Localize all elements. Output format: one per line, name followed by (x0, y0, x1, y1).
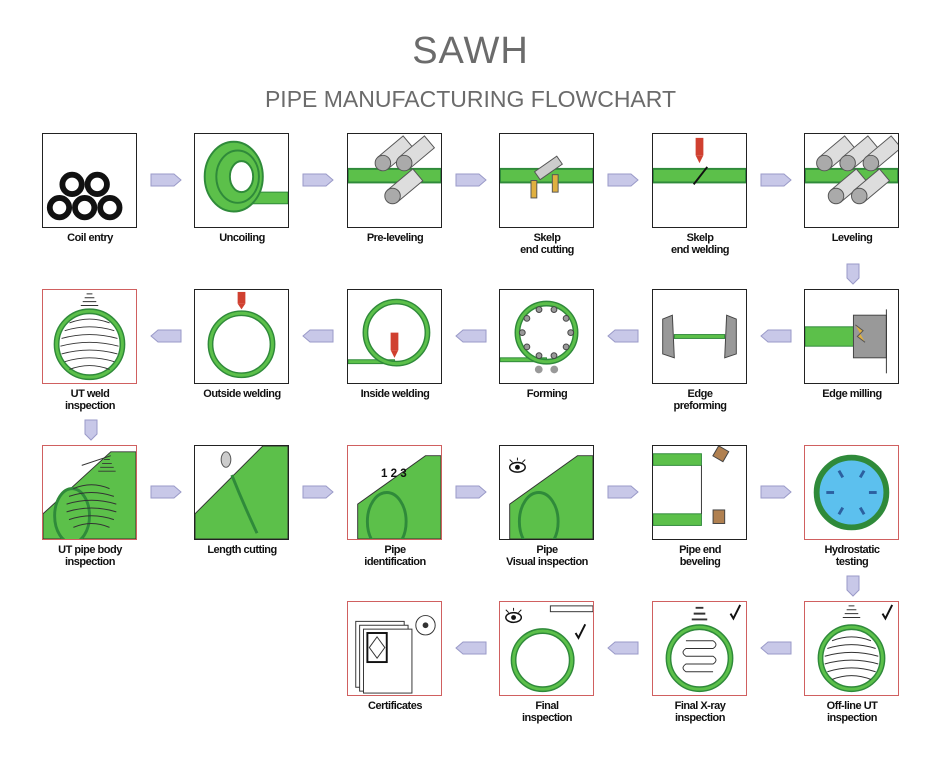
flow-arrow-right (455, 173, 487, 192)
rollers-many-icon (805, 135, 898, 205)
flow-arrow-right (760, 173, 792, 192)
step-box-9 (499, 289, 594, 384)
flow-arrow-down (84, 419, 98, 446)
step-box-16 (499, 445, 594, 540)
step-box-8 (652, 289, 747, 384)
flow-arrow-left (606, 641, 639, 660)
step-box-22 (347, 601, 442, 696)
mill-icon (805, 309, 887, 374)
flow-arrow-down (846, 575, 860, 602)
torch-strip-icon (653, 137, 746, 185)
step-box-21 (499, 601, 594, 696)
cutter-icon (500, 155, 593, 199)
step-label: Forming (526, 388, 568, 400)
inside-weld-icon (348, 298, 431, 367)
length-cut-icon (195, 446, 288, 539)
step-box-18 (804, 445, 899, 540)
step-label: Certificates (368, 700, 422, 712)
flow-arrow-right (760, 485, 792, 504)
flow-arrow-left (454, 641, 487, 660)
ut-check-icon (817, 604, 894, 693)
preform-icon (662, 314, 737, 359)
step-box-7 (804, 289, 899, 384)
step-box-12 (42, 289, 137, 384)
flow-arrow-right (607, 485, 639, 504)
pipe-eye-icon (508, 455, 593, 539)
step-box-6 (804, 133, 899, 228)
flow-arrow-left (759, 329, 792, 348)
pipe-marking: 1 2 3 (381, 467, 407, 480)
flow-arrow-right (150, 485, 182, 504)
step-box-17 (652, 445, 747, 540)
flow-arrow-right (455, 485, 487, 504)
uncoil-icon (203, 140, 288, 213)
step-label: Leveling (831, 232, 873, 244)
step-box-4 (499, 133, 594, 228)
ut-body-icon (43, 451, 136, 539)
step-box-13 (42, 445, 137, 540)
flow-arrow-right (302, 485, 334, 504)
step-box-3 (347, 133, 442, 228)
flow-arrow-right (607, 173, 639, 192)
step-box-1 (42, 133, 137, 228)
xray-icon (665, 604, 742, 693)
diagram-subtitle: PIPE MANUFACTURING FLOWCHART (264, 86, 677, 112)
certificates-icon (355, 615, 436, 694)
step-box-5 (652, 133, 747, 228)
pipe-id-icon: 1 2 3 (357, 455, 441, 539)
step-label: Length cutting (207, 544, 277, 556)
flow-arrow-left (454, 329, 487, 348)
diagram-title: SAWH (412, 30, 529, 72)
flow-arrow-right (150, 173, 182, 192)
rollers-icon (348, 135, 441, 205)
flow-arrow-left (606, 329, 639, 348)
step-label: Pre-leveling (366, 232, 424, 244)
step-box-14 (194, 445, 289, 540)
step-box-20 (652, 601, 747, 696)
flow-arrow-right (302, 173, 334, 192)
step-label: Outside welding (203, 388, 281, 400)
step-box-2 (194, 133, 289, 228)
step-box-15: 1 2 3 (347, 445, 442, 540)
outside-weld-icon (207, 291, 276, 379)
flow-arrow-down (846, 263, 860, 290)
flow-arrow-left (149, 329, 182, 348)
step-label: Uncoiling (219, 232, 265, 244)
step-label: Coil entry (67, 232, 113, 244)
coils-icon (46, 171, 123, 221)
step-label: Inside welding (360, 388, 430, 400)
forming-icon (500, 300, 579, 374)
final-icon (505, 605, 593, 693)
ut-ring-icon (53, 293, 126, 381)
bevel-icon (653, 446, 730, 526)
hydro-icon (813, 454, 890, 531)
step-box-10 (347, 289, 442, 384)
flow-arrow-left (301, 329, 334, 348)
step-label: Edge milling (822, 388, 882, 400)
flow-arrow-left (759, 641, 792, 660)
step-box-19 (804, 601, 899, 696)
step-box-11 (194, 289, 289, 384)
